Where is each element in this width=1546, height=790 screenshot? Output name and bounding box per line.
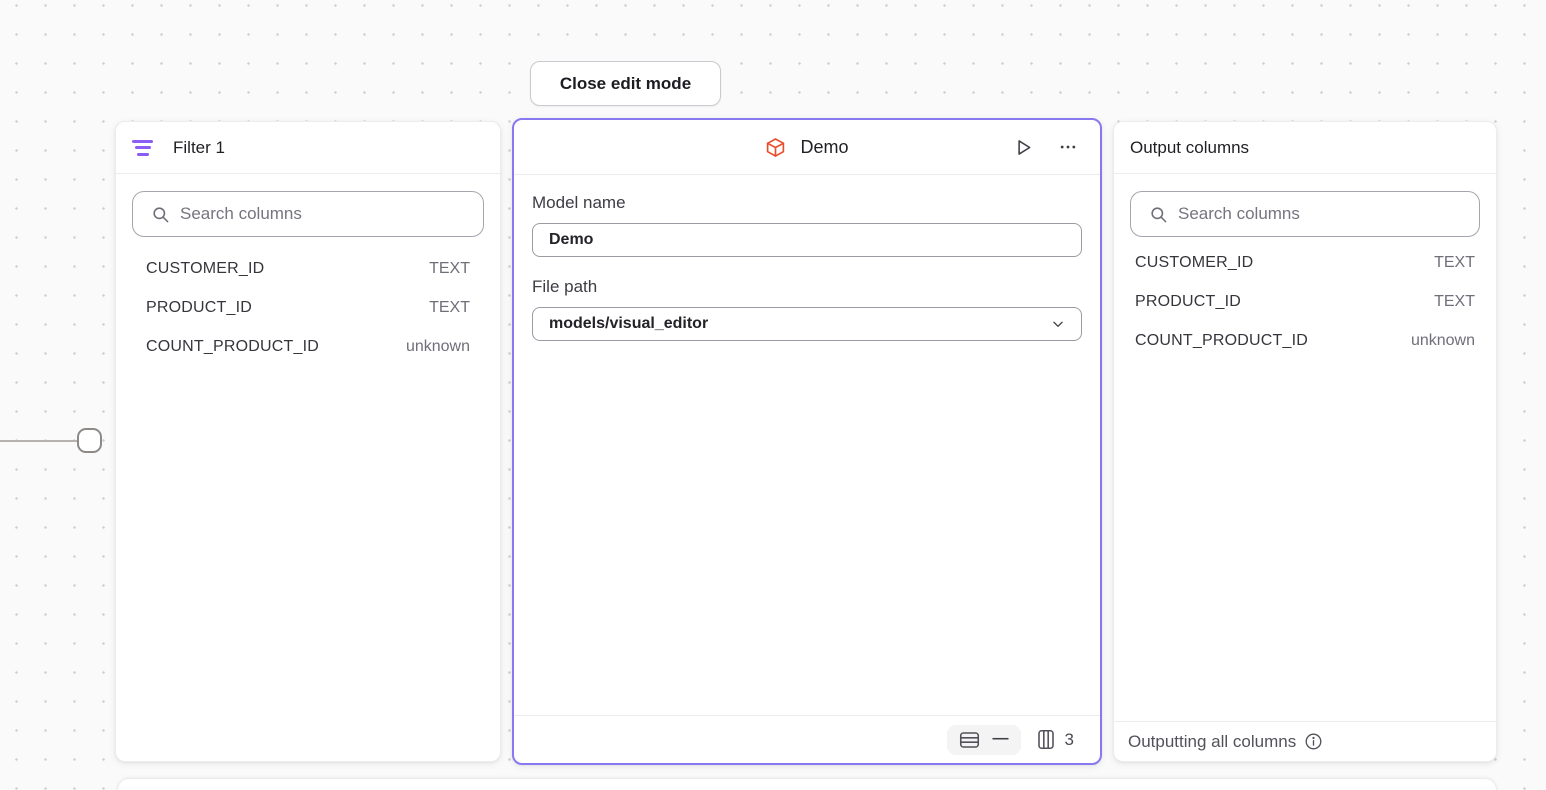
column-type: unknown bbox=[405, 337, 470, 355]
column-count-value: 3 bbox=[1064, 729, 1074, 749]
model-node-panel-selected[interactable]: Demo Model name File path models/visual_… bbox=[512, 118, 1102, 765]
close-edit-mode-button[interactable]: Close edit mode bbox=[530, 61, 721, 106]
column-row[interactable]: CUSTOMER_ID TEXT bbox=[1130, 243, 1480, 282]
column-row[interactable]: CUSTOMER_ID TEXT bbox=[132, 249, 484, 288]
model-cube-icon bbox=[767, 137, 785, 157]
file-path-label: File path bbox=[532, 277, 598, 296]
output-search-input[interactable] bbox=[1178, 204, 1467, 224]
column-name: COUNT_PRODUCT_ID bbox=[146, 337, 319, 355]
output-panel-header: Output columns bbox=[1114, 122, 1496, 174]
column-type: TEXT bbox=[1434, 253, 1475, 271]
column-type: TEXT bbox=[1434, 292, 1475, 310]
output-panel-title: Output columns bbox=[1130, 137, 1250, 157]
edge-connector-line bbox=[0, 440, 79, 442]
column-name: PRODUCT_ID bbox=[1135, 292, 1242, 310]
column-name: PRODUCT_ID bbox=[146, 298, 253, 316]
model-panel-footer: — 3 bbox=[514, 715, 1100, 763]
search-icon bbox=[153, 206, 169, 222]
column-type: TEXT bbox=[429, 259, 470, 277]
info-icon[interactable] bbox=[1304, 732, 1323, 751]
filter-panel-title: Filter 1 bbox=[173, 137, 225, 157]
more-options-button[interactable] bbox=[1056, 135, 1080, 159]
output-columns-panel[interactable]: Output columns CUSTOMER_ID TEXT PRODUCT_… bbox=[1113, 121, 1497, 762]
model-name-input[interactable] bbox=[532, 223, 1082, 257]
filter-panel-header[interactable]: Filter 1 bbox=[116, 122, 500, 174]
filter-search-box bbox=[132, 191, 484, 237]
model-panel-title: Demo bbox=[800, 136, 849, 157]
filter-column-list: CUSTOMER_ID TEXT PRODUCT_ID TEXT COUNT_P… bbox=[132, 249, 484, 366]
play-icon bbox=[1018, 139, 1031, 155]
model-name-label: Model name bbox=[532, 193, 626, 212]
ellipsis-icon bbox=[1060, 145, 1076, 149]
column-name: CUSTOMER_ID bbox=[1135, 253, 1254, 271]
outputting-all-columns-label: Outputting all columns bbox=[1128, 731, 1297, 751]
column-type: TEXT bbox=[429, 298, 470, 316]
column-type: unknown bbox=[1410, 331, 1475, 349]
output-search-box bbox=[1130, 191, 1480, 237]
connection-port-handle[interactable] bbox=[77, 428, 102, 453]
column-row[interactable]: PRODUCT_ID TEXT bbox=[132, 288, 484, 327]
column-name: COUNT_PRODUCT_ID bbox=[1135, 331, 1308, 349]
chevron-down-icon bbox=[1053, 321, 1063, 327]
column-row[interactable]: COUNT_PRODUCT_ID unknown bbox=[1130, 321, 1480, 360]
output-panel-footer: Outputting all columns bbox=[1114, 721, 1496, 761]
table-columns-icon bbox=[1037, 729, 1054, 750]
search-icon bbox=[1151, 206, 1167, 222]
model-panel-header[interactable]: Demo bbox=[514, 120, 1100, 175]
filter-node-panel[interactable]: Filter 1 CUSTOMER_ID TEXT PRODUCT_ID TEX… bbox=[115, 121, 501, 762]
file-path-select[interactable]: models/visual_editor bbox=[532, 307, 1082, 341]
file-path-value: models/visual_editor bbox=[549, 315, 709, 332]
row-count-value: — bbox=[992, 729, 1009, 747]
column-row[interactable]: PRODUCT_ID TEXT bbox=[1130, 282, 1480, 321]
output-column-list: CUSTOMER_ID TEXT PRODUCT_ID TEXT COUNT_P… bbox=[1130, 243, 1480, 360]
row-count-pill: — bbox=[946, 724, 1021, 755]
table-rows-icon bbox=[959, 731, 979, 748]
filter-search-input[interactable] bbox=[180, 204, 471, 224]
run-model-button[interactable] bbox=[1011, 135, 1036, 160]
column-row[interactable]: COUNT_PRODUCT_ID unknown bbox=[132, 327, 484, 366]
filter-lines-icon bbox=[132, 139, 153, 156]
model-panel-body: Model name File path models/visual_edito… bbox=[514, 175, 1100, 715]
results-drawer-edge bbox=[117, 778, 1497, 790]
column-name: CUSTOMER_ID bbox=[146, 259, 265, 277]
